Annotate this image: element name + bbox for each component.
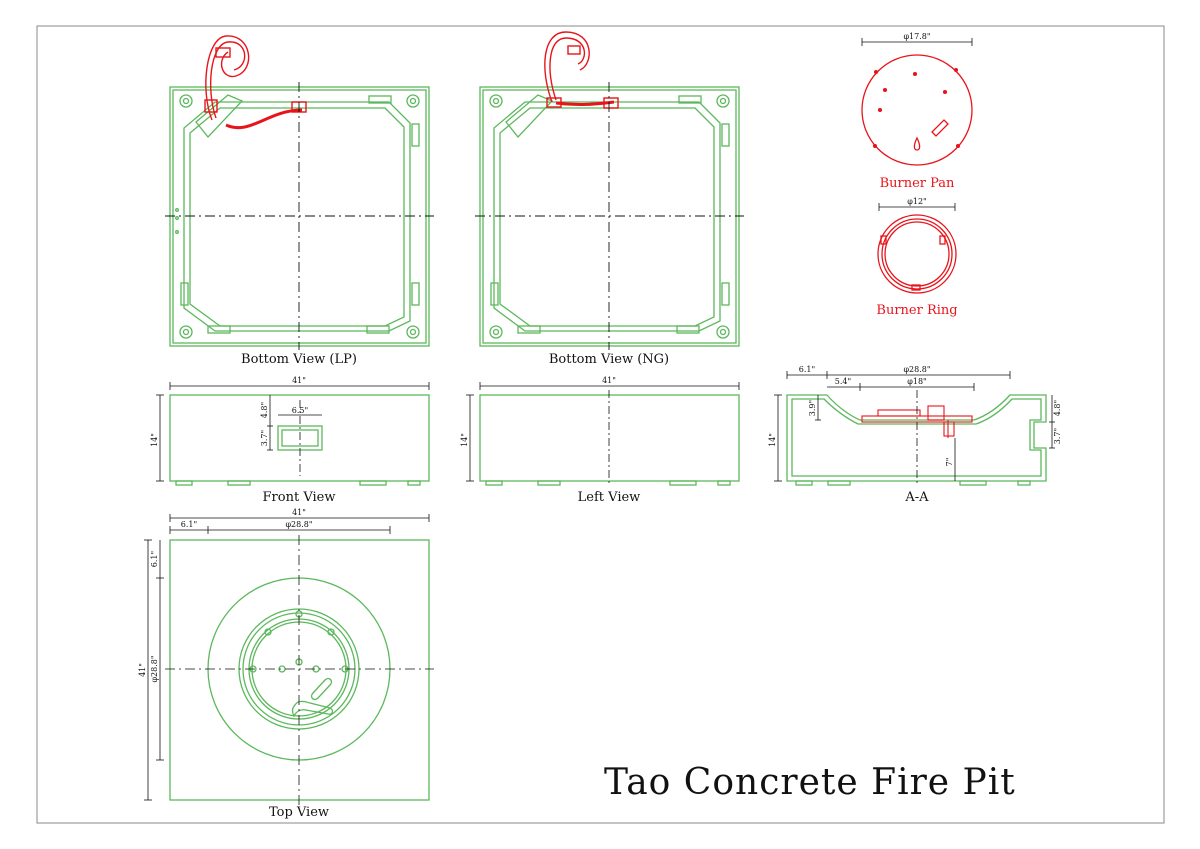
aa-inner-dim: 7": [945, 458, 954, 467]
top-width-dim: 41": [292, 508, 306, 517]
aa-bowl-dim: φ28.8": [903, 365, 930, 374]
top-height-dim: 41": [138, 663, 147, 677]
aa-right-open-dim: 3.7": [1053, 428, 1062, 444]
front-width-dim: 41": [292, 376, 306, 385]
burner-pan: [861, 54, 973, 166]
section-aa-label: A-A: [904, 490, 929, 505]
section-aa: [786, 394, 1047, 486]
burner-ring-label: Burner Ring: [876, 303, 957, 318]
aa-height-dim: 14": [768, 433, 777, 447]
front-view: [169, 394, 430, 486]
left-view-label: Left View: [578, 490, 641, 505]
bottom-view-ng-gas-line: [544, 31, 619, 109]
left-width-dim: 41": [602, 376, 616, 385]
bottom-view-ng: [479, 86, 740, 347]
aa-offset-dim: 6.1": [799, 365, 815, 374]
top-view-dims: [144, 514, 434, 805]
drawing-title: Tao Concrete Fire Pit: [604, 762, 1016, 803]
aa-burner-dim: φ18": [907, 377, 926, 386]
front-opening-height-dim: 3.7": [260, 430, 269, 446]
burner-ring-diameter: φ12": [907, 197, 926, 206]
front-opening-top-dim: 4.8": [260, 402, 269, 418]
burner-ring-dim: [878, 203, 956, 211]
bottom-view-lp-gas-line: [204, 35, 307, 130]
left-view-dims: [466, 382, 740, 486]
front-view-dims: [156, 382, 430, 482]
top-view: [169, 539, 430, 801]
top-offset-dim: 6.1": [181, 520, 197, 529]
left-height-dim: 14": [460, 433, 469, 447]
front-view-label: Front View: [263, 490, 336, 505]
top-bowl-dim: φ28.8": [285, 520, 312, 529]
left-view: [479, 394, 740, 486]
front-opening-width-dim: 6.5": [292, 406, 308, 415]
aa-offset2-dim: 5.4": [835, 377, 851, 386]
front-height-dim: 14": [150, 433, 159, 447]
sheet-border: [36, 25, 1165, 824]
aa-depth-dim: 3.9": [808, 400, 817, 416]
section-aa-dims: [774, 371, 1055, 486]
bottom-views-centerlines: [165, 82, 744, 350]
burner-pan-dim: [861, 38, 973, 46]
bottom-view-lp-label: Bottom View (LP): [241, 352, 357, 367]
top-bowl-v-dim: φ28.8": [150, 655, 159, 682]
burner-pan-label: Burner Pan: [880, 176, 955, 191]
aa-right-top-dim: 4.8": [1053, 400, 1062, 416]
bottom-view-ng-label: Bottom View (NG): [549, 352, 669, 367]
top-view-label: Top View: [269, 805, 329, 820]
burner-ring: [877, 214, 957, 294]
burner-pan-diameter: φ17.8": [903, 32, 930, 41]
bottom-view-lp: [169, 86, 430, 347]
top-offset-v-dim: 6.1": [150, 551, 159, 567]
